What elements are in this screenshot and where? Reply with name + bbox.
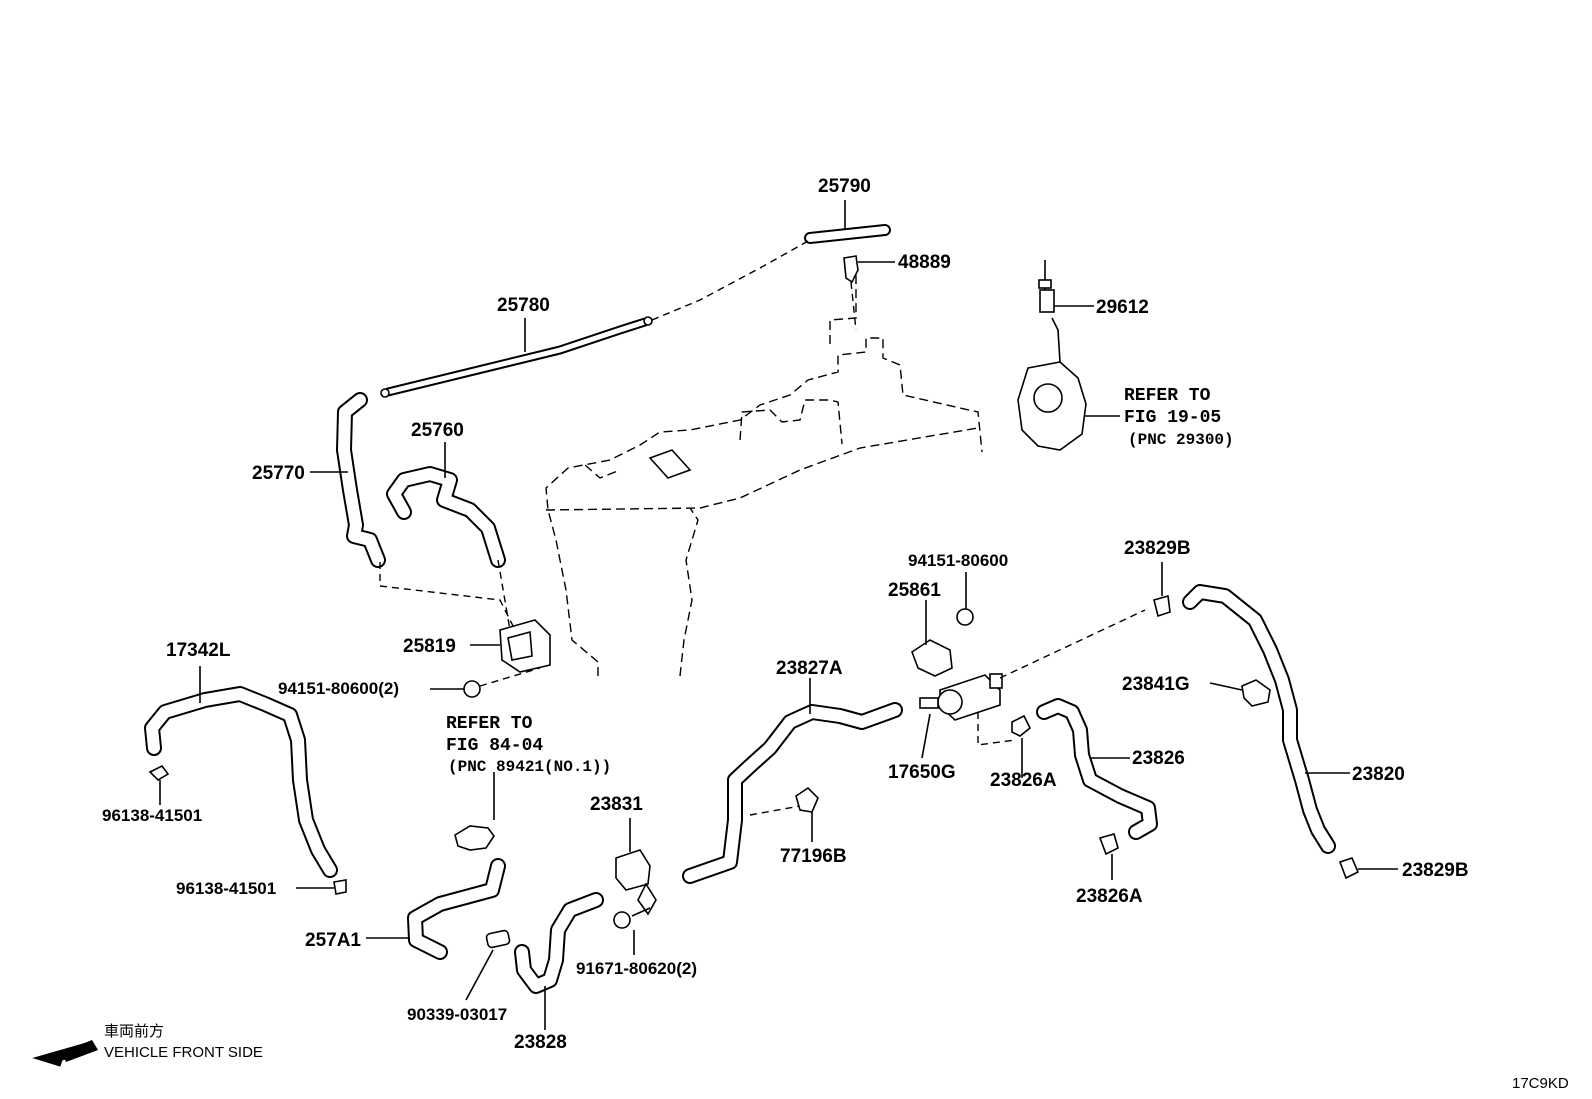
label-23826A-b: 23826A [1076, 886, 1143, 907]
pump-29300 [1017, 317, 1120, 451]
label-77196B: 77196B [780, 846, 847, 867]
direction-jp: 車両前方 [104, 1023, 164, 1040]
part-25760-hose [386, 442, 511, 631]
part-labels: 25790 48889 29612 25780 25760 25770 2581… [102, 176, 1469, 1053]
part-23828-hose [514, 892, 604, 1030]
part-25861-bracket [911, 600, 953, 677]
part-96138-clamp-a [148, 764, 170, 805]
label-90339-03017: 90339-03017 [407, 1005, 507, 1024]
label-23826: 23826 [1132, 748, 1185, 769]
label-25780: 25780 [497, 295, 550, 316]
label-23826A-a: 23826A [990, 770, 1057, 791]
label-29612: 29612 [1096, 297, 1149, 318]
label-25770: 25770 [252, 463, 305, 484]
part-23829B-clamp-a [1153, 562, 1171, 618]
refer-fig19-line1: REFER TO [1124, 386, 1211, 406]
label-25760: 25760 [411, 420, 464, 441]
label-17342L: 17342L [166, 640, 231, 661]
part-25770-hose [310, 392, 521, 641]
label-96138-41501-a: 96138-41501 [102, 806, 202, 825]
label-25819: 25819 [403, 636, 456, 657]
figure-code: 17C9KD [1512, 1075, 1569, 1092]
part-23820-hose [1182, 584, 1350, 854]
engine-outline [545, 260, 983, 677]
part-17342L-hose [144, 666, 338, 878]
refer-fig19-line3: (PNC 29300) [1128, 431, 1234, 449]
refer-fig84-line2: FIG 84-04 [446, 736, 543, 756]
footer: 車両前方 VEHICLE FRONT SIDE 17C9KD [104, 1023, 1569, 1092]
label-23828: 23828 [514, 1032, 567, 1053]
refer-fig19-line2: FIG 19-05 [1124, 408, 1221, 428]
label-17650G: 17650G [888, 762, 956, 783]
part-25780-hose [380, 239, 811, 398]
label-23831: 23831 [590, 794, 643, 815]
part-23829B-clamp-b [1338, 857, 1398, 880]
part-23826A-clamp-a [1011, 714, 1032, 778]
part-77196B-clip [795, 786, 819, 842]
label-23827A: 23827A [776, 658, 843, 679]
refer-note-fig-19-05: REFER TO FIG 19-05 (PNC 29300) [1124, 386, 1234, 449]
part-23826A-clamp-b [1098, 833, 1119, 880]
part-23826-hose [1036, 698, 1158, 840]
refer-fig84-line3: (PNC 89421(NO.1)) [448, 758, 611, 776]
part-91671-bolt [613, 907, 651, 955]
part-17650G-valve [919, 609, 1146, 759]
label-94151-80600-2: 94151-80600(2) [278, 679, 399, 698]
label-23820: 23820 [1352, 764, 1405, 785]
label-96138-41501-b: 96138-41501 [176, 879, 276, 898]
part-23831-vsv [615, 818, 657, 916]
refer-note-fig-84-04: REFER TO FIG 84-04 (PNC 89421(NO.1)) [446, 714, 611, 776]
part-48889-clip [843, 255, 895, 331]
label-257A1: 257A1 [305, 930, 361, 951]
part-29612-sensor [1038, 260, 1094, 313]
part-257A1-hose [366, 858, 506, 960]
part-25819-valve [470, 619, 551, 673]
vehicle-front-arrow-icon [32, 1040, 98, 1067]
label-23829B-b: 23829B [1402, 860, 1469, 881]
part-23827A-hose [682, 678, 903, 884]
part-94151-nut-a [430, 667, 541, 698]
label-94151-80600: 94151-80600 [908, 551, 1008, 570]
sensor-89421 [454, 772, 495, 851]
direction-en: VEHICLE FRONT SIDE [104, 1044, 263, 1061]
part-94151-nut-b [956, 572, 974, 626]
part-23841G-clip [1209, 679, 1271, 707]
part-25790-hose [804, 200, 891, 244]
label-25790: 25790 [818, 176, 871, 197]
label-91671-80620-2: 91671-80620(2) [576, 959, 697, 978]
refer-fig84-line1: REFER TO [446, 714, 533, 734]
part-90339-plug [465, 929, 511, 1001]
label-48889: 48889 [898, 252, 951, 273]
label-25861: 25861 [888, 580, 941, 601]
label-23841G: 23841G [1122, 674, 1190, 695]
part-96138-clamp-b [296, 879, 347, 895]
label-23829B-a: 23829B [1124, 538, 1191, 559]
